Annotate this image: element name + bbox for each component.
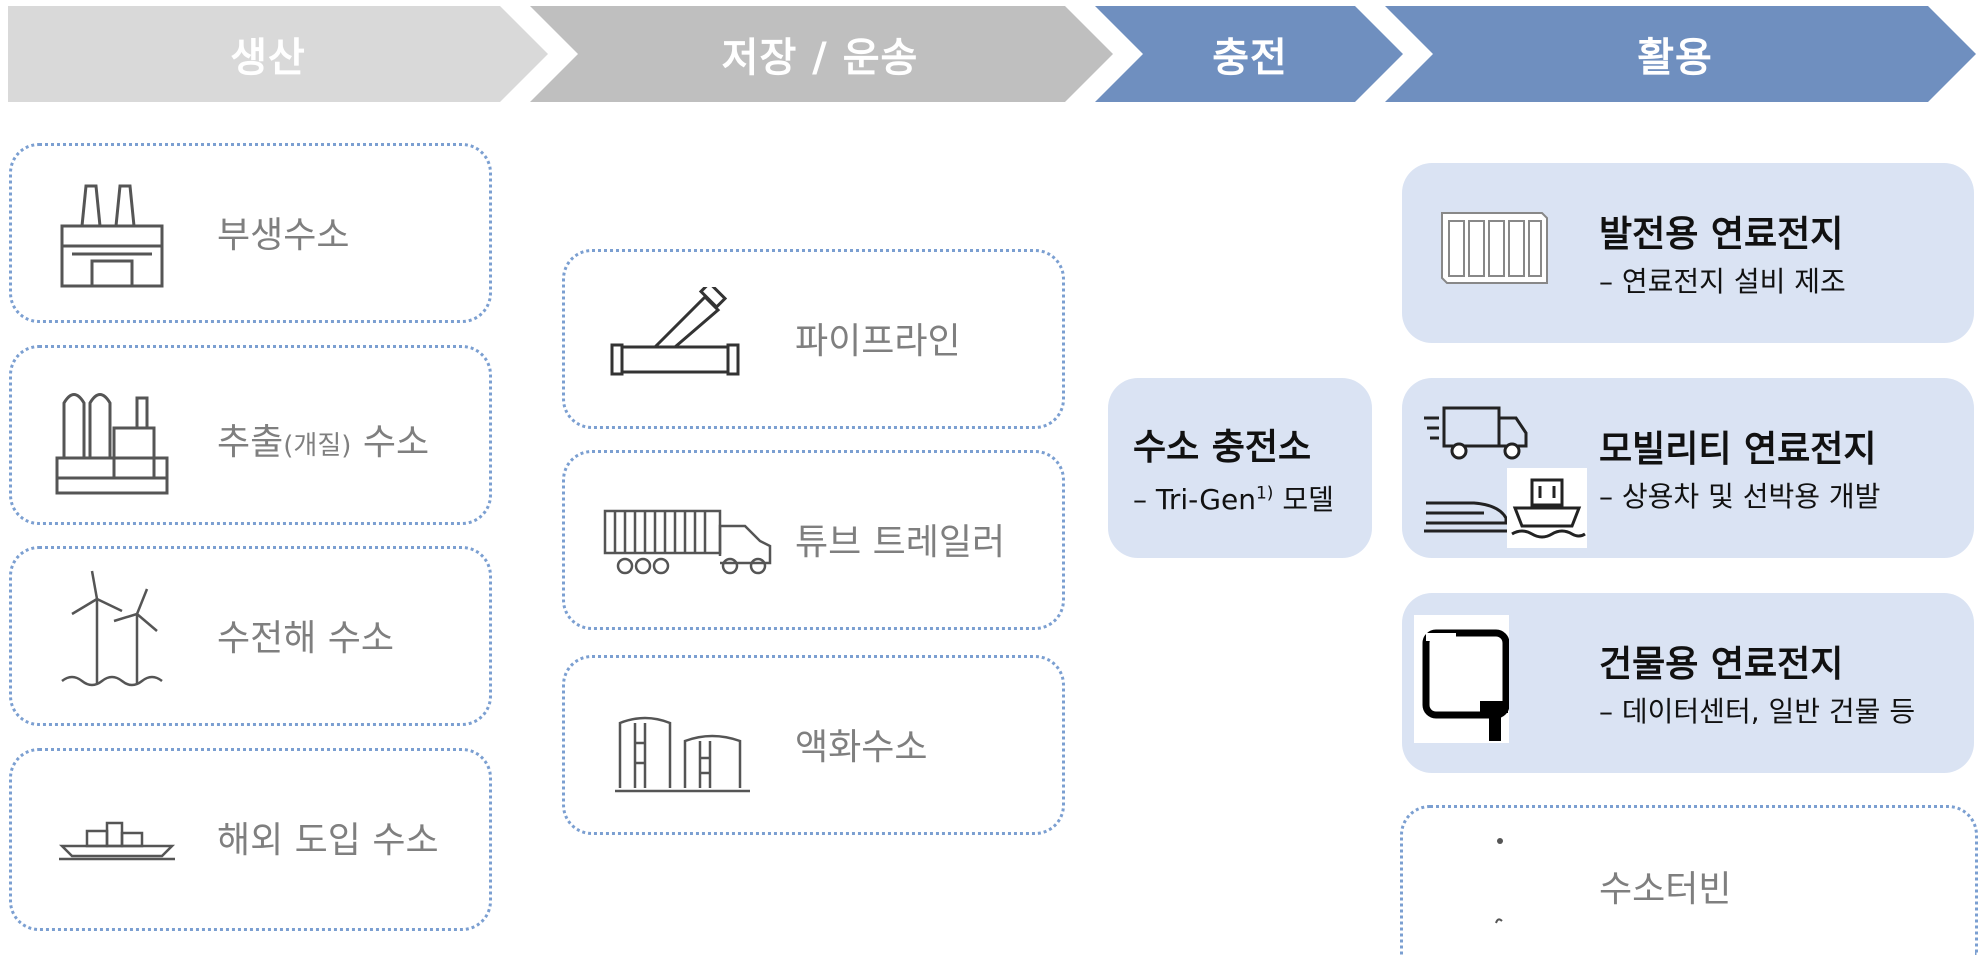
production-label-byproduct: 부생수소 [217,215,350,256]
pipeline-icon [610,287,740,376]
stage-arrow-production [8,6,548,102]
stage-header-arrows [8,6,1976,102]
stage-arrow-utilization [1385,6,1976,102]
production-label-electrolysis: 수전해 수소 [217,618,395,659]
ship-icon-panel [1507,468,1587,548]
utilization-sub-mobility: – 상용차 및 선박용 개발 [1599,480,1881,513]
cargo-ship-icon [58,821,176,861]
utilization-title-power: 발전용 연료전지 [1599,214,1844,255]
utilization-item-power-fuel-cell: 발전용 연료전지 – 연료전지 설비 제조 [1402,163,1974,343]
wind-turbine-icon [61,570,163,687]
utilization-title-building: 건물용 연료전지 [1599,644,1844,685]
train-icon [1424,501,1509,533]
utilization-sub-building: – 데이터센터, 일반 건물 등 [1599,695,1916,728]
utilization-label-turbine: 수소터빈 [1599,869,1732,910]
stage-label-utilization: 활용 [1637,35,1713,81]
production-item-import: 해외 도입 수소 [9,748,492,931]
factory-icon [60,184,164,288]
storage-label-pipeline: 파이프라인 [795,321,961,362]
production-label-reforming: 추출(개질) 수소 [217,422,430,463]
stage-label-charging: 충전 [1212,35,1288,81]
tube-trailer-icon [603,509,772,575]
charging-station-box: 수소 충전소 – Tri-Gen1) 모델 [1108,378,1372,558]
utilization-sub-power: – 연료전지 설비 제조 [1599,265,1846,298]
storage-label-tube-trailer: 튜브 트레일러 [795,522,1006,563]
ship-icon [1511,478,1586,539]
storage-item-pipeline: 파이프라인 [562,249,1065,429]
storage-item-tube-trailer: 튜브 트레일러 [562,450,1065,630]
stage-label-production: 생산 [230,35,306,81]
utilization-item-hydrogen-turbine: 수소터빈 [1400,805,1978,955]
production-label-import: 해외 도입 수소 [217,820,439,861]
stage-arrow-charging [1095,6,1403,102]
refinery-icon [55,393,169,495]
stage-label-storage: 저장 / 운송 [721,35,919,81]
storage-item-liquid-hydrogen: 액화수소 [562,655,1065,835]
production-item-byproduct: 부생수소 [9,143,492,323]
stage-arrow-storage [530,6,1113,102]
fuel-cell-module-icon [1441,212,1548,284]
production-item-electrolysis: 수전해 수소 [9,546,492,726]
turbine-icon [1495,838,1503,924]
utilization-item-mobility-fuel-cell: 모빌리티 연료전지 – 상용차 및 선박용 개발 [1402,378,1974,558]
charging-title: 수소 충전소 [1133,427,1312,468]
production-item-reforming: 추출(개질) 수소 [9,345,492,525]
storage-label-liquid-hydrogen: 액화수소 [795,727,928,768]
charging-subtitle: – Tri-Gen1) 모델 [1133,483,1334,516]
storage-tank-icon [615,716,750,793]
truck-icon [1424,406,1528,460]
utilization-item-building-fuel-cell: 건물용 연료전지 – 데이터센터, 일반 건물 등 [1402,593,1974,773]
utilization-title-mobility: 모빌리티 연료전지 [1599,429,1877,470]
building-fuel-cell-icon [1422,629,1510,741]
building-fuel-cell-panel [1414,615,1510,743]
